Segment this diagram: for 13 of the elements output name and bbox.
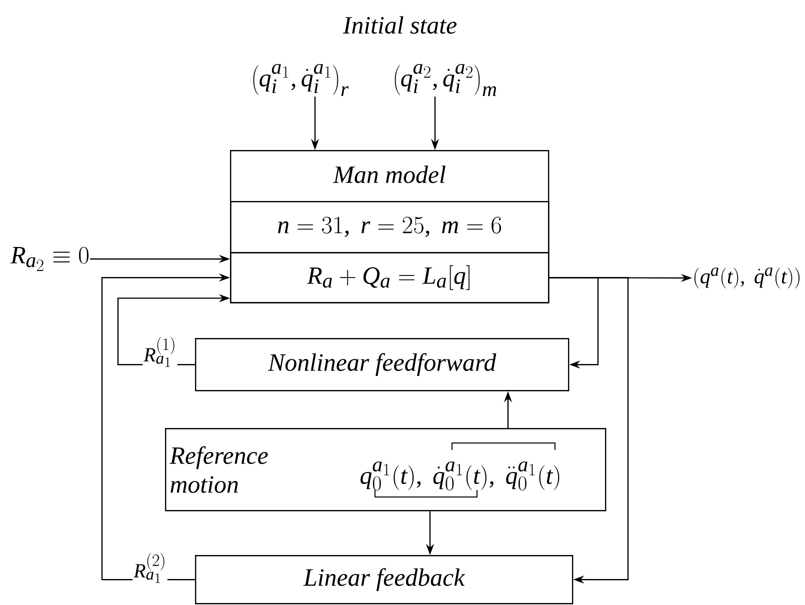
output-formula: $(q^a(t),\ \dot{q}^a(t))$ [694, 268, 800, 288]
process-box: Linear feedback [195, 555, 574, 604]
process-box: Nonlinear feedforward [195, 338, 570, 392]
parameter-row: $n=31,\ r=25,\ m=6$ [230, 201, 550, 254]
state-formula: $\left(q_i^{a_2},\dot{q}_i^{a_2}\right)_m$ [394, 64, 496, 96]
edge-label: $R_{a_1}^{(1)}$ [142, 336, 178, 368]
edge-label: $R_{a_1}^{(2)}$ [132, 552, 168, 584]
title: Initial state [342, 16, 457, 34]
input-formula: $R_{a_2}\equiv 0$ [10, 246, 88, 271]
equation-row: $R_a+Q_a=L_a[q]$ [230, 252, 550, 304]
process-box: Reference motion $q_0^{a_1}(t),\ \dot{q}_0^{a_1}(t),\ \ddot{q}_0^{a_1}(t)$ [165, 428, 606, 512]
arrow [549, 277, 629, 584]
state-formula: $\left(q_i^{a_1},\dot{q}_i^{a_1}\right)_r$ [253, 64, 349, 96]
